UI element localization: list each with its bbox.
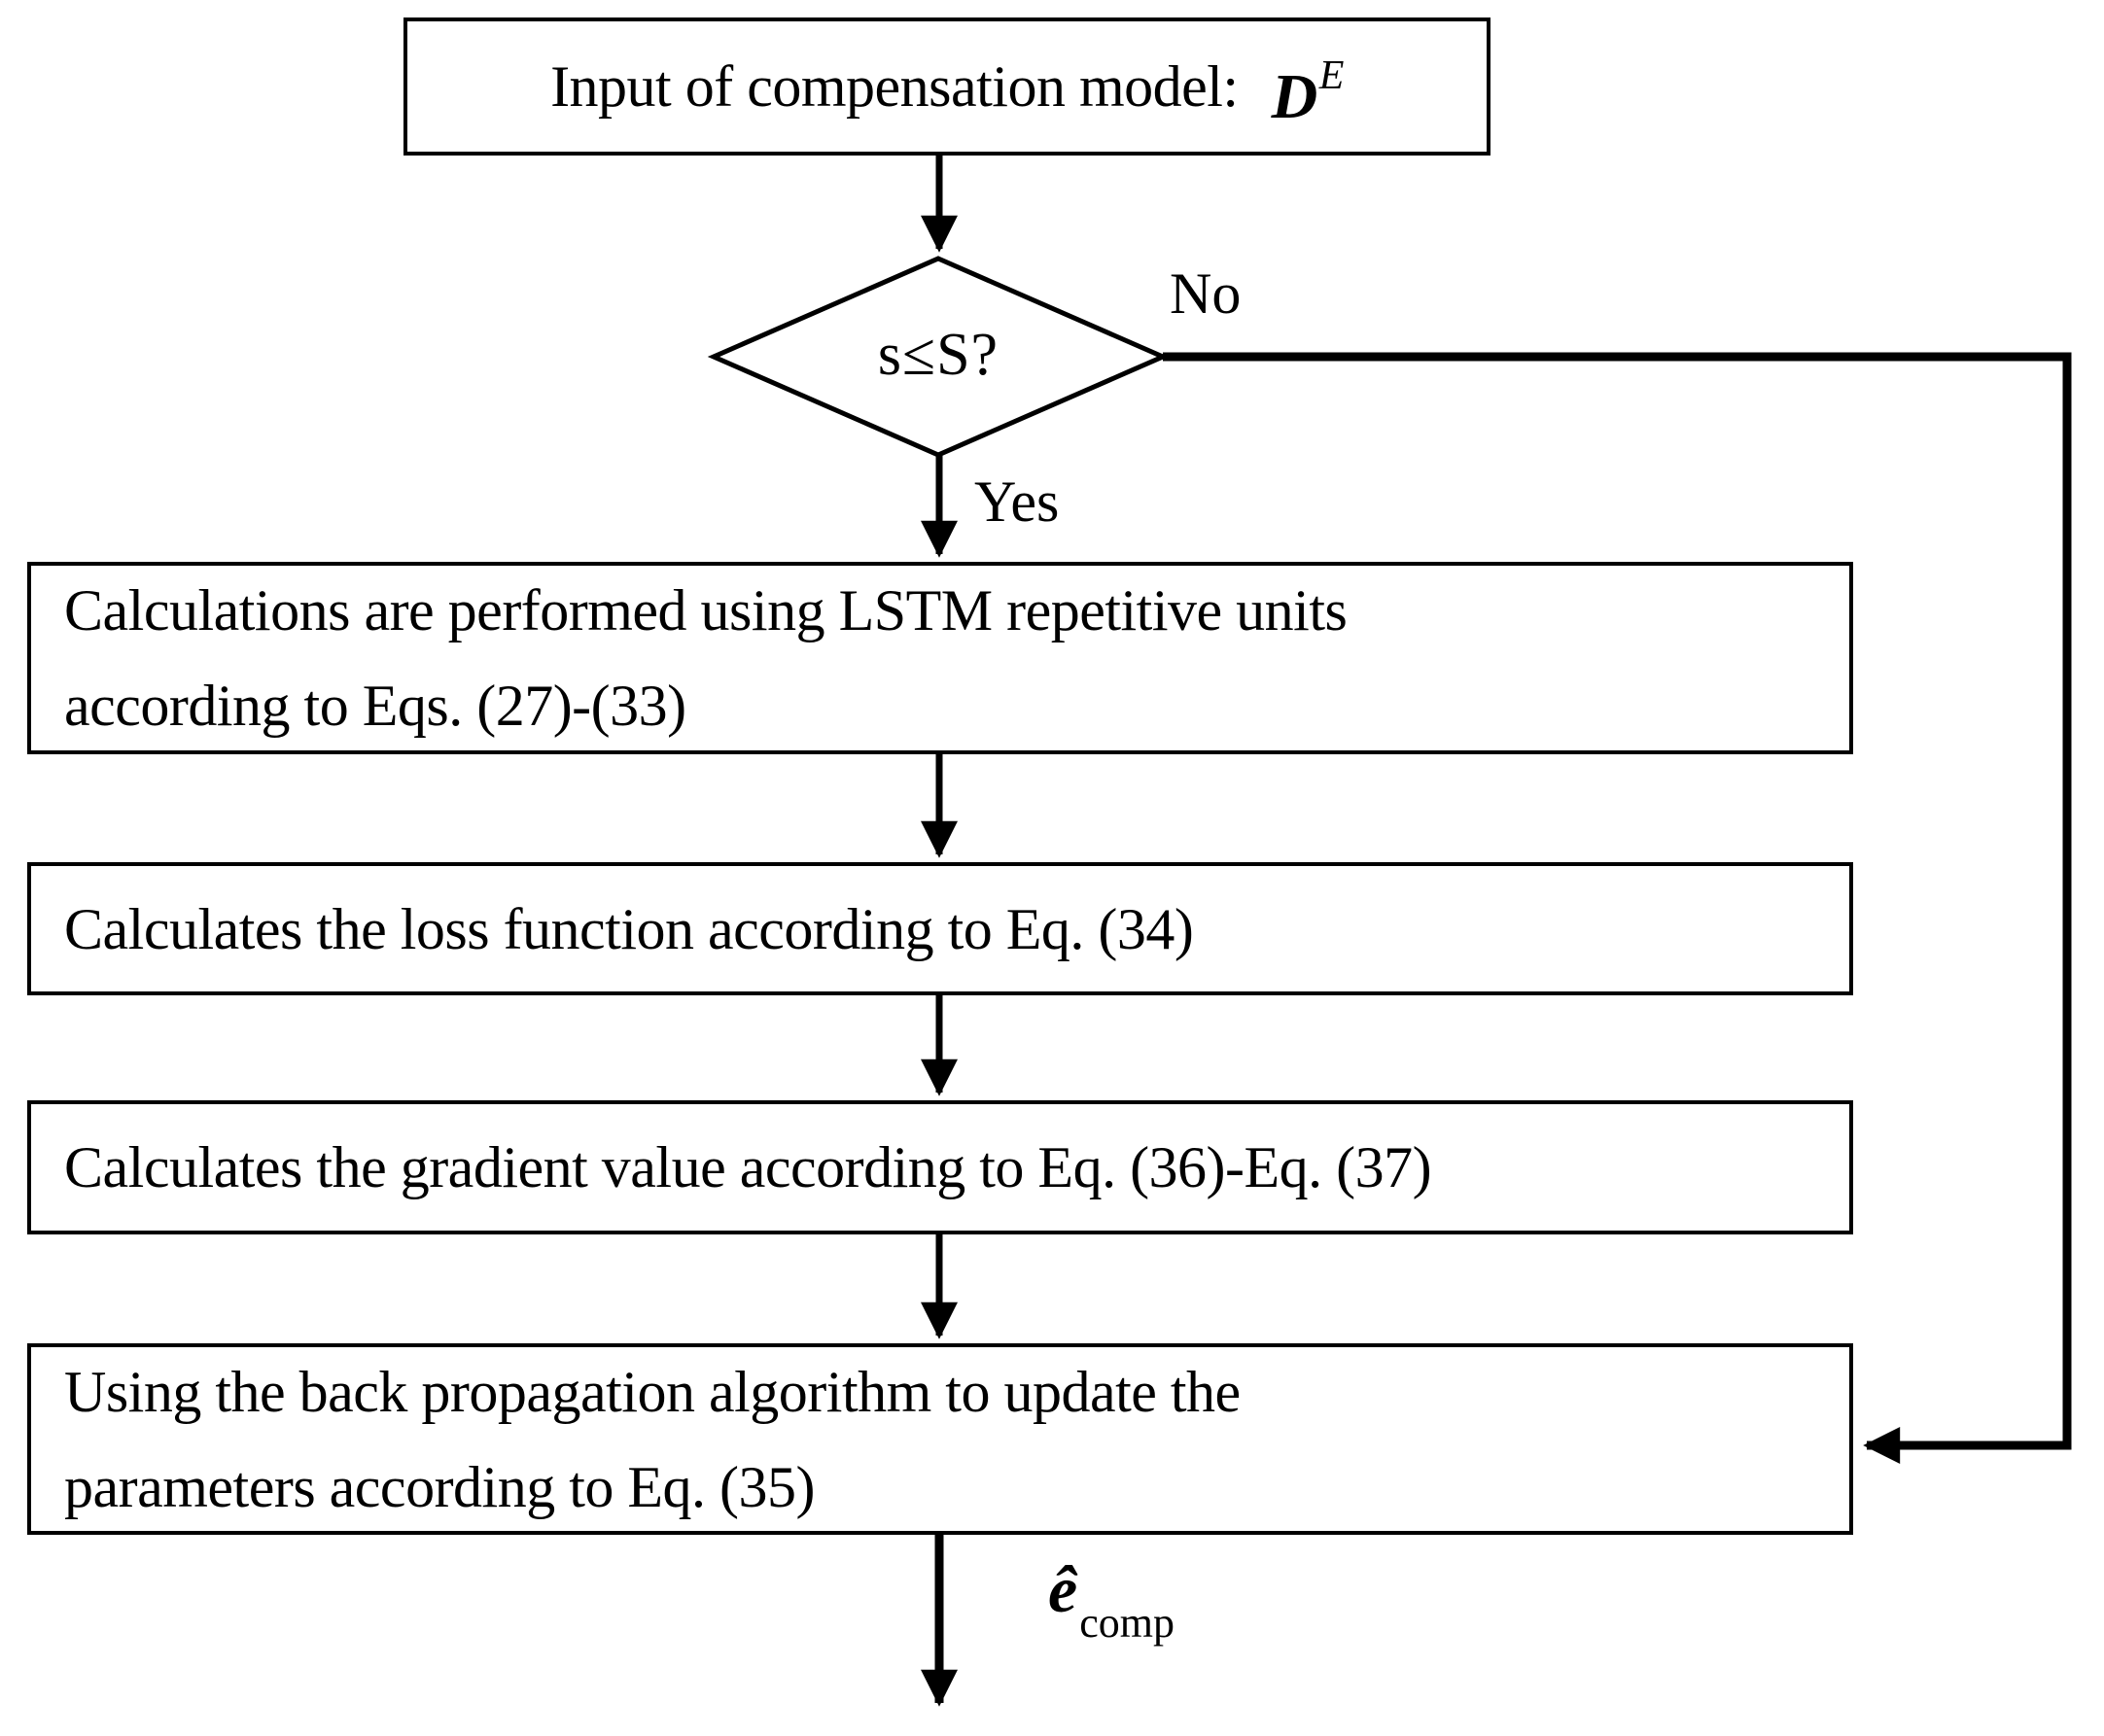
symbol-D: D <box>1271 60 1318 132</box>
input-symbol: DE <box>1271 11 1345 163</box>
node-text-line: Calculates the loss function according t… <box>64 896 1194 961</box>
node-text-line: Calculates the gradient value according … <box>64 1135 1432 1199</box>
node-text-line: Using the back propagation algorithm to … <box>64 1359 1241 1424</box>
output-symbol-label: êcomp <box>1048 1551 1175 1648</box>
no-branch-label: No <box>1170 261 1242 326</box>
node-text-line: parameters according to Eq. (35) <box>64 1454 816 1519</box>
input-node-text: Input of compensation model: <box>550 54 1239 119</box>
flow-node-input: Input of compensation model: DE <box>403 17 1490 156</box>
yes-branch-label: Yes <box>974 469 1060 534</box>
symbol-e-hat: ê <box>1048 1552 1078 1626</box>
node-text-line: Calculations are performed using LSTM re… <box>64 578 1348 642</box>
decision-label: s≤S? <box>877 322 999 388</box>
edge-no-loop <box>1163 352 2072 1464</box>
superscript-E: E <box>1318 52 1345 98</box>
flow-node-backprop: Using the back propagation algorithm to … <box>27 1343 1853 1535</box>
flow-node-loss-function: Calculates the loss function according t… <box>27 862 1853 995</box>
flow-node-lstm-calculations: Calculations are performed using LSTM re… <box>27 562 1853 754</box>
flow-node-gradient: Calculates the gradient value according … <box>27 1100 1853 1234</box>
subscript-comp: comp <box>1079 1599 1175 1647</box>
node-text-line: according to Eqs. (27)-(33) <box>64 674 686 738</box>
